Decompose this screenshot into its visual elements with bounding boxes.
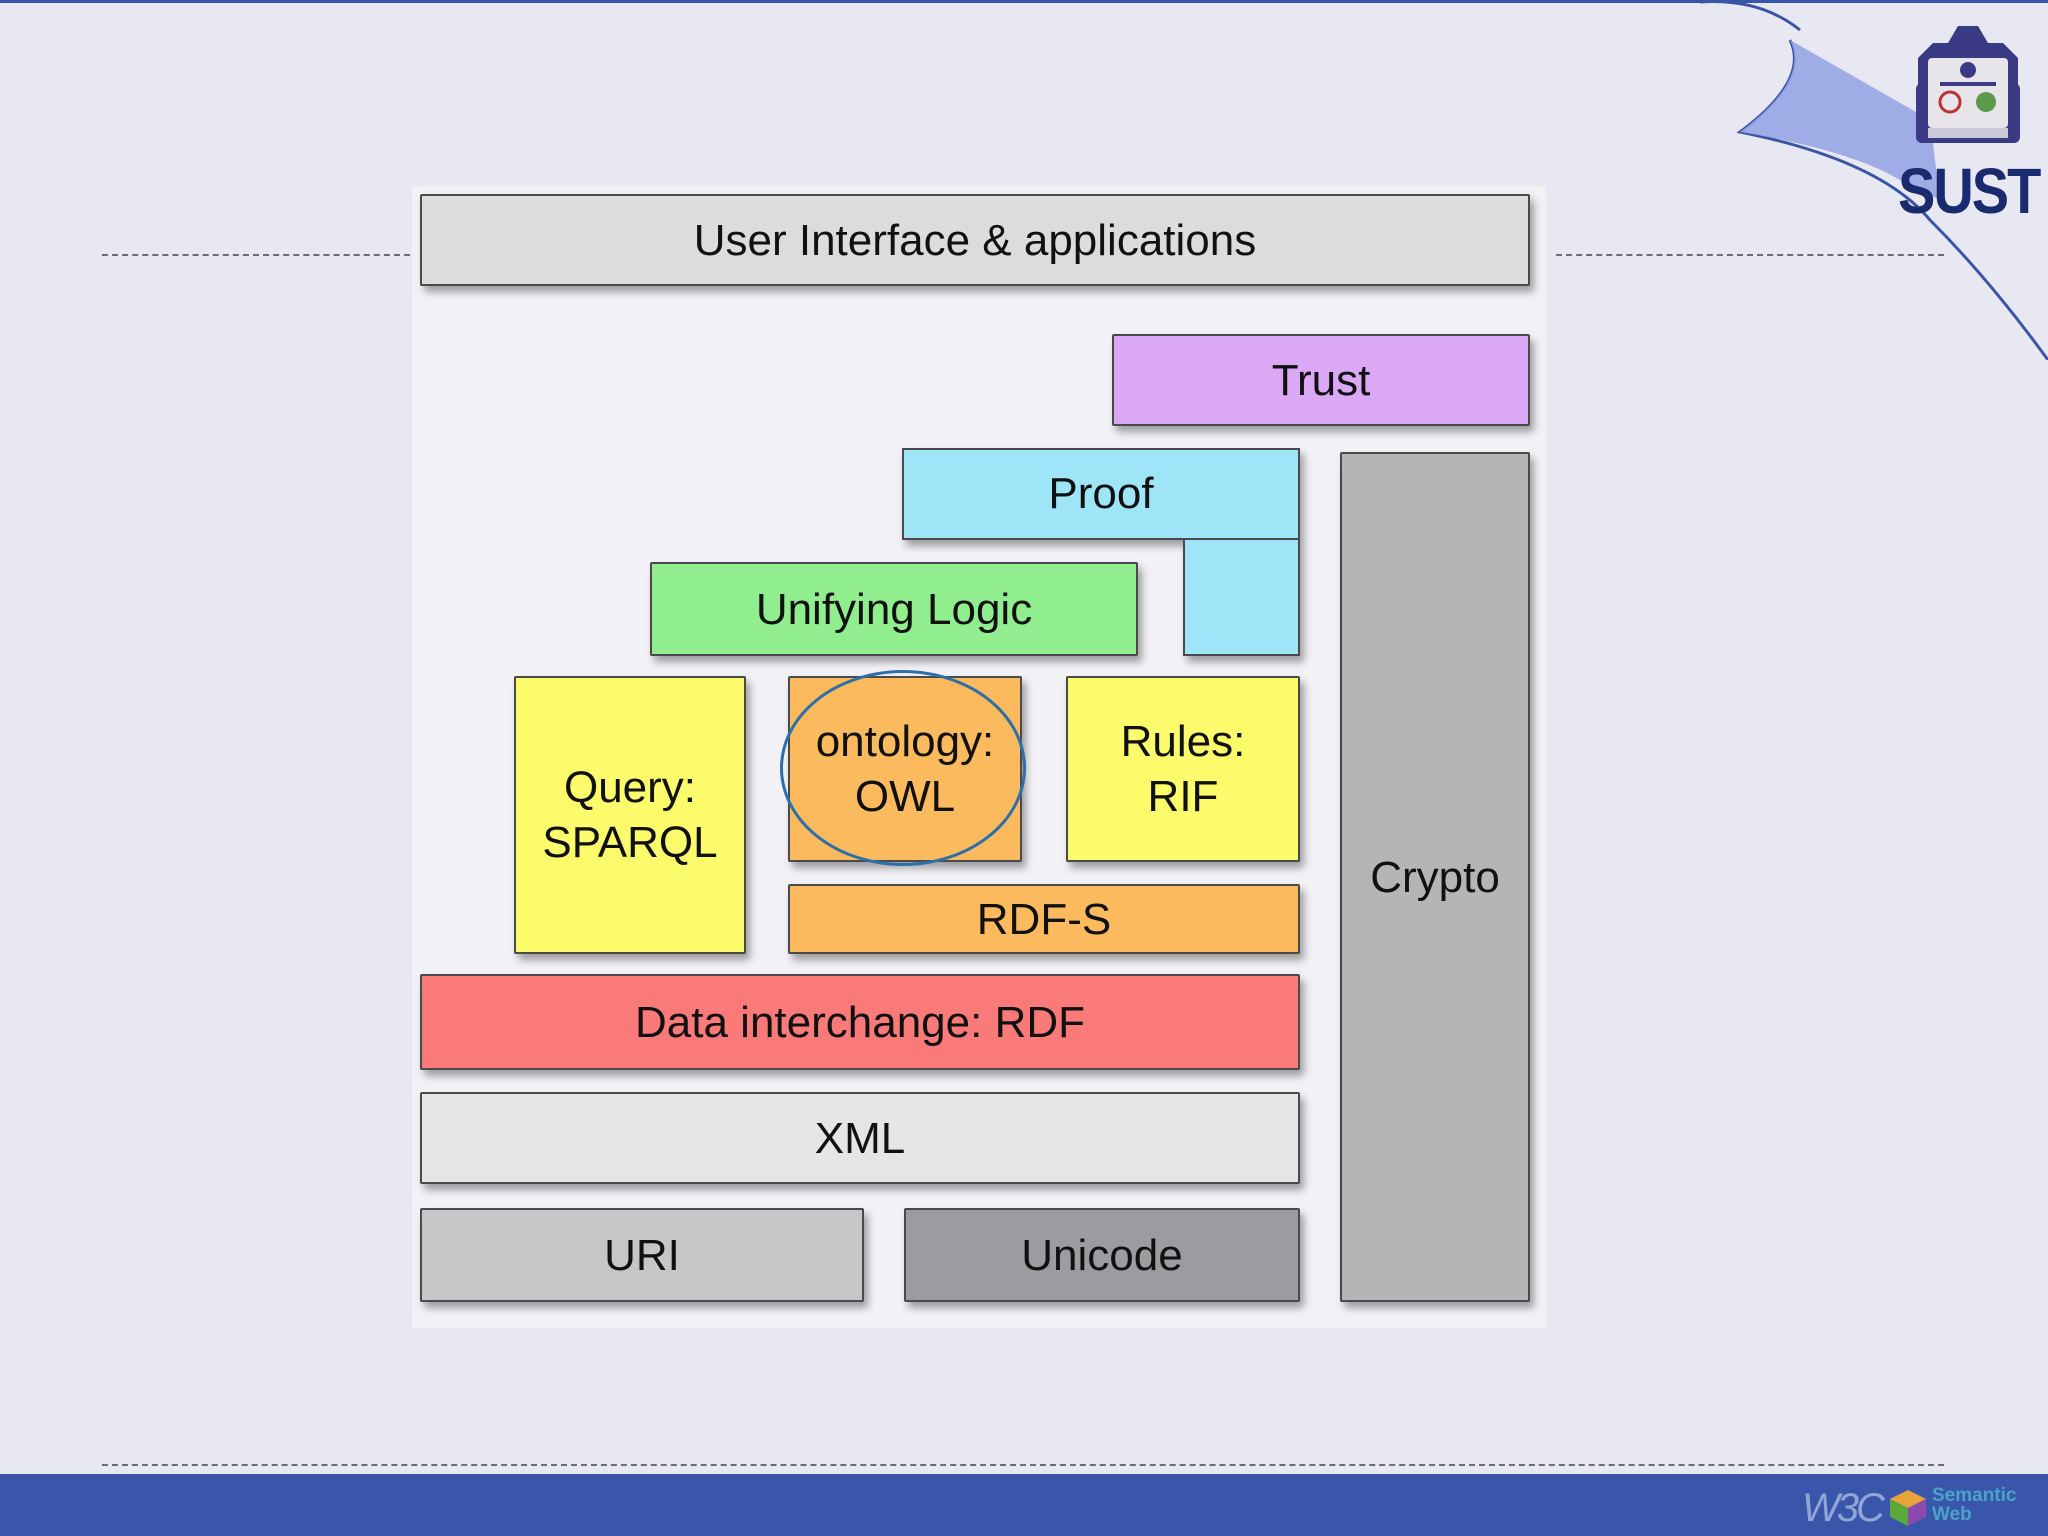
layer-uri: URI	[420, 1208, 864, 1302]
rules-label-line2: RIF	[1147, 772, 1219, 821]
semantic-text: Semantic	[1932, 1485, 2017, 1506]
top-divider-right	[1556, 254, 1944, 256]
layer-uri-label: URI	[604, 1230, 680, 1280]
layer-rdfs-label: RDF-S	[976, 894, 1112, 944]
layer-crypto-label: Crypto	[1370, 852, 1500, 902]
query-label-line2: SPARQL	[542, 818, 718, 867]
emblem-icon	[1916, 26, 2020, 143]
layer-trust-label: Trust	[1271, 355, 1371, 405]
semantic-web-text: Semantic Web	[1932, 1486, 2016, 1524]
cube-icon	[1890, 1490, 1926, 1526]
top-divider-left	[102, 254, 410, 256]
query-label-line1: Query:	[563, 763, 697, 812]
layer-rdf: Data interchange: RDF	[420, 974, 1300, 1070]
layer-user-interface: User Interface & applications	[420, 194, 1530, 286]
layer-xml-label: XML	[814, 1113, 906, 1163]
w3c-text: W3C	[1802, 1486, 1885, 1530]
sust-logo: SUST	[1898, 18, 2041, 227]
logo-text: SUST	[1898, 154, 2041, 227]
web-text: Web	[1932, 1504, 1972, 1525]
layer-rdf-label: Data interchange: RDF	[635, 997, 1085, 1047]
layer-rdfs: RDF-S	[788, 884, 1300, 954]
layer-user-interface-label: User Interface & applications	[693, 215, 1257, 265]
layer-trust: Trust	[1112, 334, 1530, 426]
top-border	[0, 0, 2048, 3]
layer-unicode: Unicode	[904, 1208, 1300, 1302]
layer-unifying-logic: Unifying Logic	[650, 562, 1138, 656]
owl-highlight-circle	[780, 670, 1026, 866]
footer-bar	[0, 1474, 2048, 1536]
proof-shape	[902, 448, 1300, 656]
layer-query-sparql: Query: SPARQL	[514, 676, 746, 954]
layer-unifying-logic-label: Unifying Logic	[755, 584, 1033, 634]
layer-proof: Proof	[902, 448, 1300, 656]
layer-xml: XML	[420, 1092, 1300, 1184]
layer-rules-rif: Rules: RIF	[1066, 676, 1300, 862]
rules-label-line1: Rules:	[1120, 717, 1246, 766]
layer-proof-label: Proof	[1048, 469, 1154, 518]
layer-unicode-label: Unicode	[1021, 1230, 1183, 1280]
layer-crypto: Crypto	[1340, 452, 1530, 1302]
w3c-semantic-web-logo: W3C Semantic Web	[1802, 1482, 2042, 1530]
bottom-divider	[102, 1464, 1944, 1466]
corner-decoration	[1700, 0, 2048, 360]
